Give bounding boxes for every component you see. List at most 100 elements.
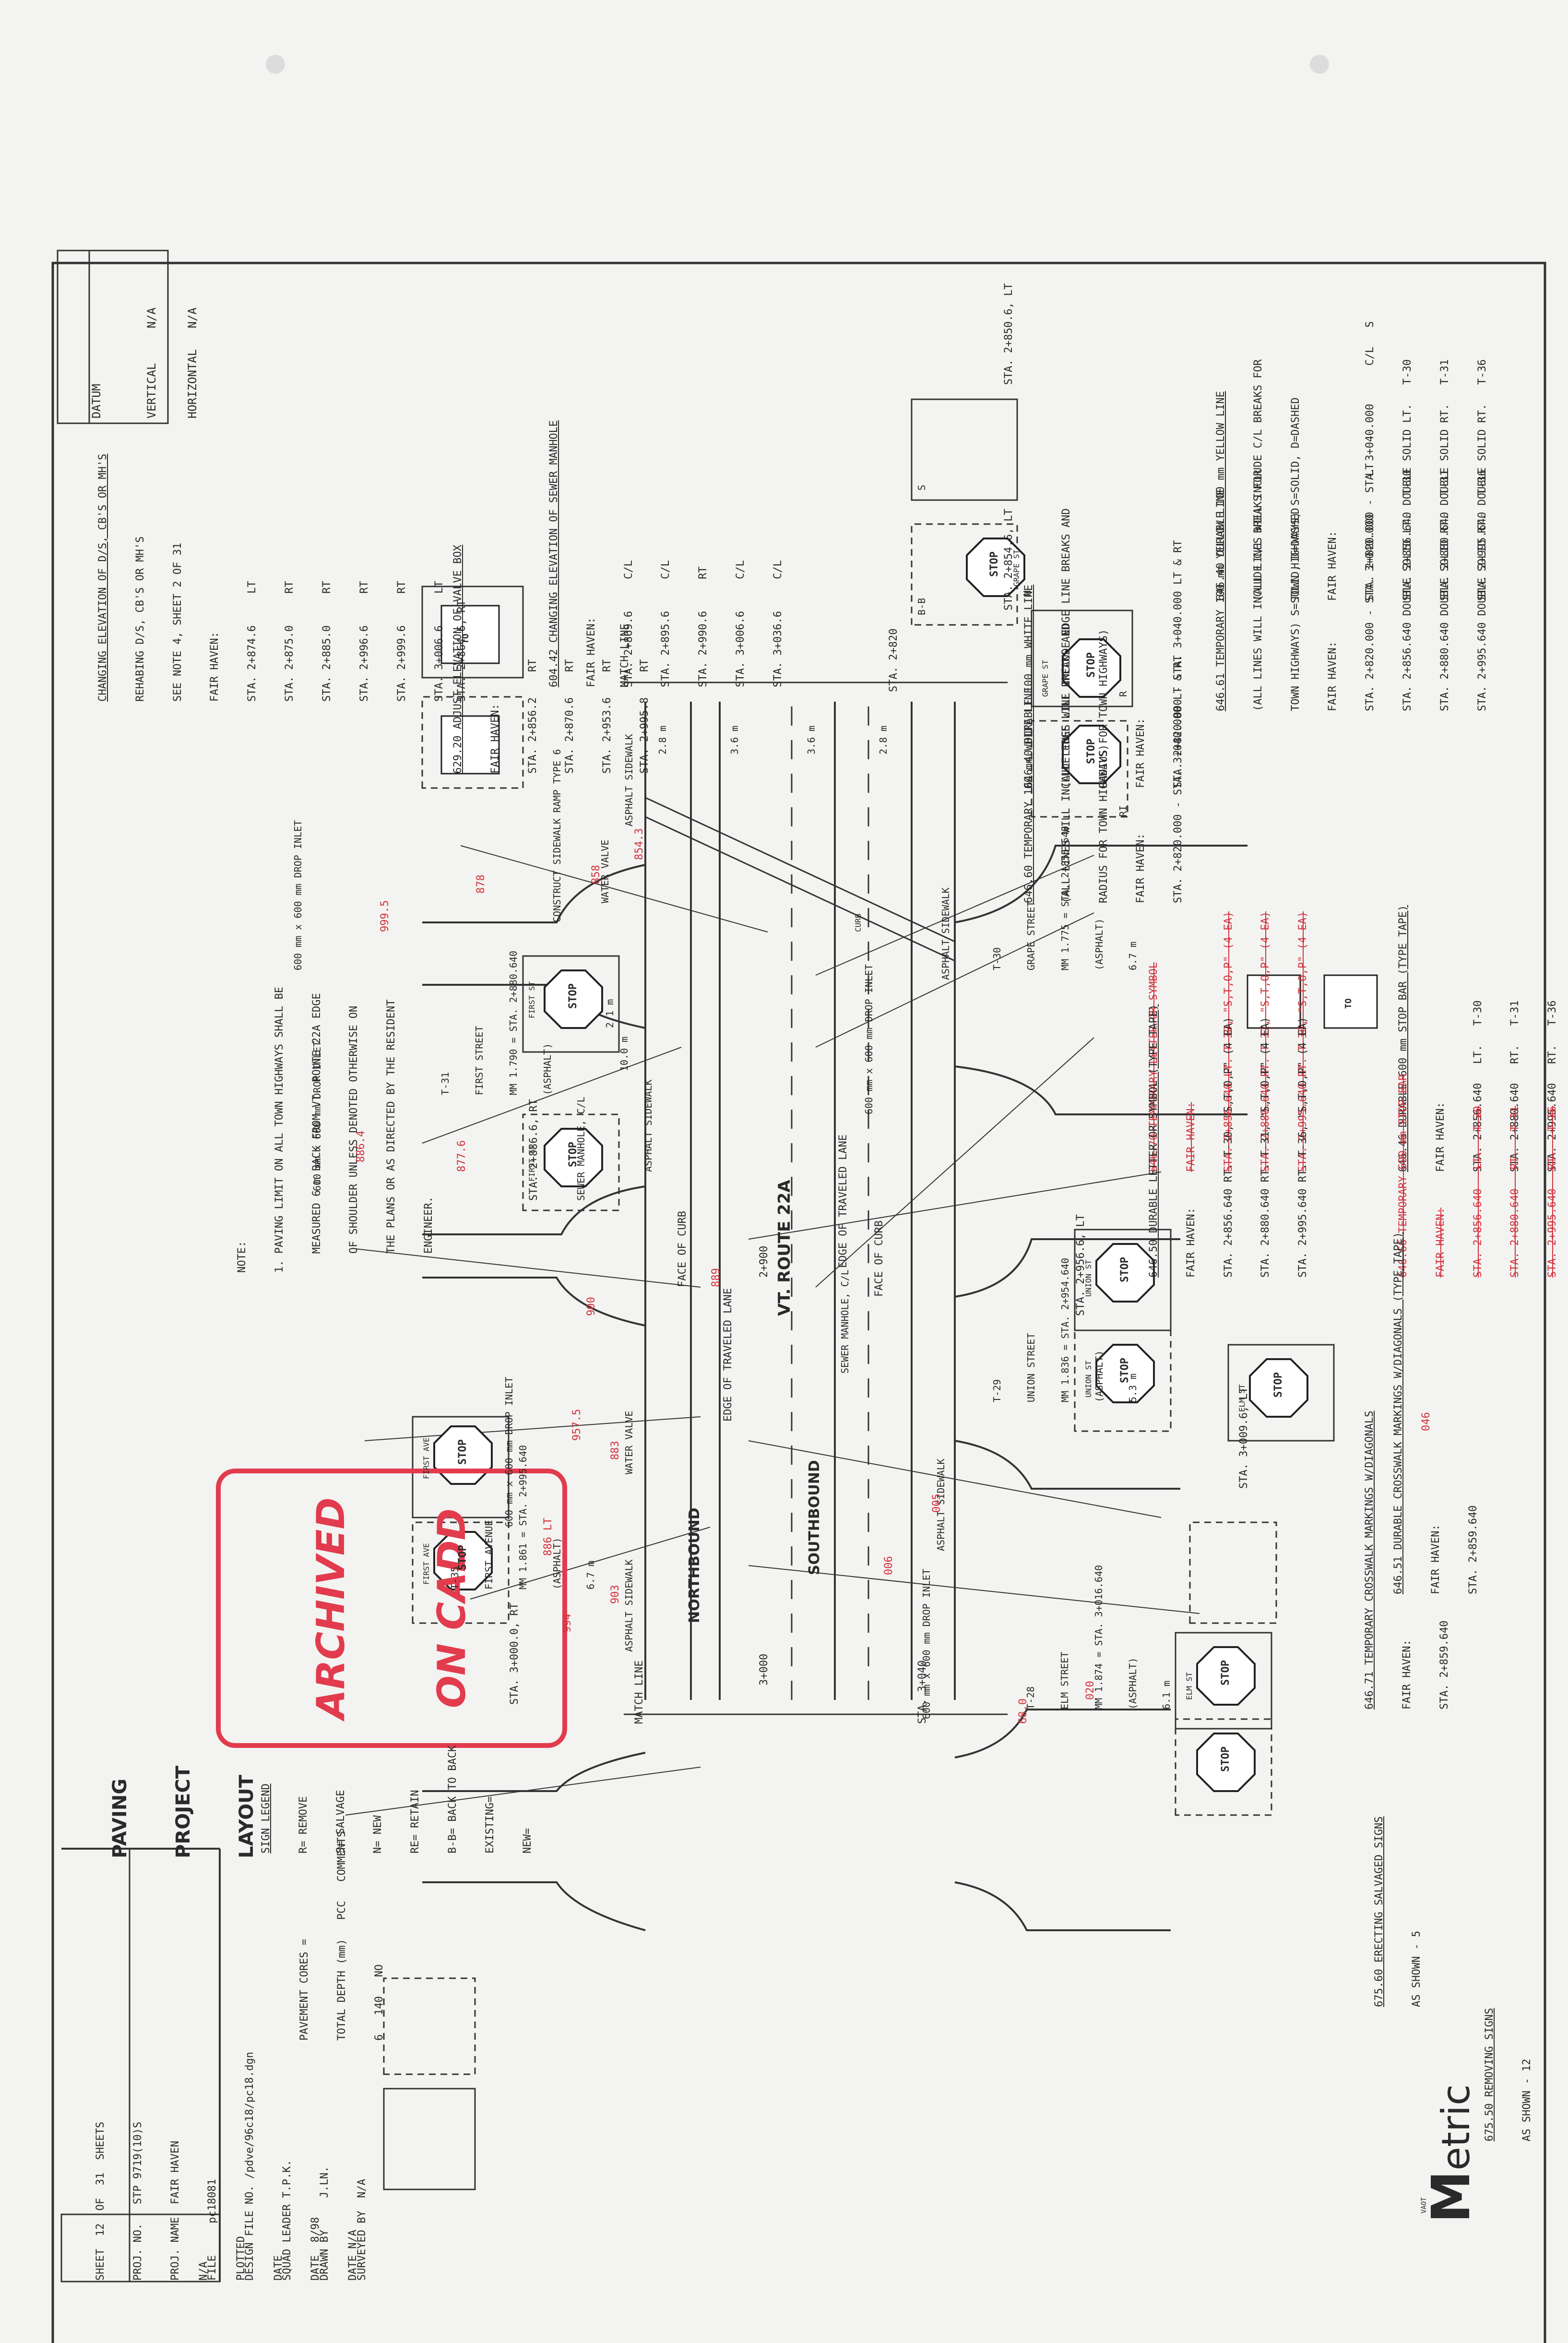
red-mark: 886.4 xyxy=(355,1130,367,1162)
logo-letter: M xyxy=(1420,2170,1482,2223)
stop-sign-text: STOP xyxy=(1085,652,1097,678)
spec-line: STA. 2+820.000 - STA. 3+040.000 LT & RT xyxy=(1172,655,1185,903)
spec-646-71: 646.71 TEMPORARY CROSSWALK MARKINGS W/DI… xyxy=(1339,1411,1475,1709)
sign-station: STA. 2+864.6, RT xyxy=(456,600,468,702)
spec-line: STA. 2+995.640 RT. T-36, "S,T,O,P" (4 EA… xyxy=(1297,1016,1309,1278)
spec-line: STA. 2+995.640 RT. T-36 xyxy=(1546,1106,1559,1278)
width-36: 3.6 m xyxy=(729,725,740,754)
width-36-b: 3.6 m xyxy=(806,725,817,754)
cores-col-1: TOTAL DEPTH (mm) xyxy=(335,1939,348,2041)
legend-item: NEW= xyxy=(521,1828,534,1853)
spec-line: STA. 2+999.6 RT xyxy=(395,581,408,702)
street-label-line: T-31 xyxy=(440,1072,451,1095)
street-label-line: MM 1.836 = STA. 2+954.640 xyxy=(1059,1257,1071,1402)
sheet-number: SHEET 12 OF 31 SHEETS xyxy=(94,2121,107,2281)
datum-block: DATUM VERTICAL N/A HORIZONTAL N/A xyxy=(62,308,226,418)
project-no: PROJ. NO. STP 9719(10)S xyxy=(131,2121,144,2281)
stop-sign-text: STOP xyxy=(457,1439,469,1465)
red-mark: 858 xyxy=(590,865,602,884)
spec-646-60: 646.60 TEMPORARY 100 mm WHITE LINE (ALL … xyxy=(998,623,1210,903)
sidewalk-label: ASPHALT SIDEWALK xyxy=(940,887,951,980)
spec-line: FAIR HAVEN: xyxy=(489,704,501,774)
datum-frame xyxy=(57,250,169,424)
water-valve-label: WATER VALVE xyxy=(623,1411,635,1474)
red-mark: 878 xyxy=(475,874,487,894)
drop-inlet-label: 600 mm x 600 mm DROP INLET xyxy=(921,1568,932,1719)
red-mark: 889 xyxy=(710,1268,722,1287)
ped-sign-text: TO xyxy=(1343,998,1354,1009)
cores-col-3: COMMENTS xyxy=(335,1830,348,1882)
street-label-line: T-29 xyxy=(991,1379,1003,1402)
width-21: 2.1 m xyxy=(604,999,616,1028)
sidewalk-ramp-label: CONSTRUCT SIDEWALK RAMP TYPE 6 xyxy=(551,749,563,922)
stop-sign-text: STOP xyxy=(1220,1746,1232,1772)
spec-line: STA. 2+859.640 xyxy=(1438,1620,1450,1709)
title-block-dates: N/A PLOTTED DATE DATE 8/98 DATE N/A xyxy=(173,2217,384,2281)
sheet-border xyxy=(51,262,1546,2343)
edge-lane-2: EDGE OF TRAVELED LANE xyxy=(837,1134,849,1268)
spec-line: STA. 2+856.2 RT xyxy=(526,659,539,774)
street-sign-text: ELM ST xyxy=(1185,1672,1194,1700)
spec-line: (ALL LINES WILL INCLUDE EDGE LINE BREAKS… xyxy=(1060,623,1072,903)
binder-hole xyxy=(266,55,285,74)
sign-boxes xyxy=(383,398,1335,2190)
drop-inlet-label: 600 mm x 600 mm DROP INLET xyxy=(292,820,304,970)
red-mark: 903 xyxy=(609,1585,621,1604)
spec-line: 646.61 TEMPORARY 100 mm YELLOW LINE xyxy=(1214,489,1227,711)
union-street-label: T-29 UNION STREET MM 1.836 = STA. 2+954.… xyxy=(969,1258,1162,1402)
red-mark: 957.5 xyxy=(571,1409,583,1441)
spec-line: 675.50 REMOVING SIGNS xyxy=(1483,2008,1496,2141)
cores-row-1: 6 xyxy=(373,2034,385,2041)
sign-legend-title: SIGN LEGEND xyxy=(260,1783,272,1853)
road-name: VT. ROUTE 22A xyxy=(775,1180,794,1316)
match-line-2: MATCH LINE xyxy=(633,1660,645,1724)
spec-line: AS SHOWN - 5 xyxy=(1410,1931,1423,2007)
drop-inlet-label: 600 mm x 600 mm DROP INLET xyxy=(863,964,875,1114)
stop-sign-text: STOP xyxy=(988,551,1000,577)
date-1: DATE N/A xyxy=(347,2230,359,2281)
binder-hole xyxy=(1310,55,1329,74)
spec-line: FAIR HAVEN: xyxy=(1327,641,1339,711)
street-label-line: 6.7 m xyxy=(585,1560,597,1590)
sidewalk-label: ASPHALT SIDEWALK xyxy=(623,1559,635,1652)
stop-sign-text: STOP xyxy=(1220,1660,1232,1686)
pavement-cores: PAVEMENT CORES = TOTAL DEPTH (mm) PCC CO… xyxy=(273,1831,410,2041)
red-mark: 886 LT xyxy=(542,1518,554,1556)
side-streets xyxy=(422,845,1247,1931)
spec-line: STA. 2+880.640 RT. T-31 xyxy=(1509,1106,1521,1278)
stop-sign-text: STOP xyxy=(567,1142,579,1167)
spec-line: FAIR HAVEN: xyxy=(209,632,221,702)
spec-675-50: 675.50 REMOVING SIGNS AS SHOWN - 12 xyxy=(1459,2008,1558,2141)
stop-sign-text: STOP xyxy=(1085,739,1097,764)
first-avenue-label: T-35 FIRST AVENUE MM 1.861 = STA. 2+995.… xyxy=(427,1445,619,1590)
datum-vertical: VERTICAL N/A xyxy=(144,307,158,418)
spec-line: STA. 2+820.000 - STA. 3+040.000 LT xyxy=(1364,463,1377,711)
red-mark: 900 xyxy=(585,1297,597,1316)
legend-item: RE= RETAIN xyxy=(409,1790,422,1853)
note-title: NOTE: xyxy=(236,1241,248,1273)
spec-line: STA. 2+874.6 LT xyxy=(246,581,259,702)
face-of-curb-2: FACE OF CURB xyxy=(873,1220,885,1297)
title-line-2: PROJECT xyxy=(172,1766,194,1858)
spec-line: 646.50 DURABLE LETTER OR SYMBOL (TYPE TA… xyxy=(1147,1004,1160,1278)
legend-item: EXISTING= xyxy=(484,1796,497,1853)
stop-sign-text: STOP xyxy=(457,1545,469,1570)
stop-sign-text: STOP xyxy=(1119,1358,1131,1383)
sewer-manhole-label: SEWER MANHOLE, C/L xyxy=(839,1269,851,1374)
street-label-line: (ASPHALT) xyxy=(1127,1657,1139,1709)
spec-line: STA. 3+006.6 LT xyxy=(433,581,445,702)
note-line: THE PLANS OR AS DIRECTED BY THE RESIDENT xyxy=(385,999,398,1273)
spec-line: STA. 2+885.0 RT xyxy=(321,581,333,702)
sign-code: RI xyxy=(1117,805,1129,817)
spec-line: STA. 2+880.640 DOUBLE SOLID RT. T-31 xyxy=(1439,469,1451,711)
date-4: N/A xyxy=(197,2261,210,2281)
spec-line: FAIR HAVEN: xyxy=(1401,1639,1413,1709)
sign-code: S xyxy=(916,484,927,490)
stop-sign-shapes xyxy=(433,538,1308,1792)
cores-row-2: 140 xyxy=(373,1996,385,2015)
street-sign-text: FIRST AVE xyxy=(422,1437,431,1479)
street-sign-text: GRAPE ST xyxy=(1012,549,1021,586)
